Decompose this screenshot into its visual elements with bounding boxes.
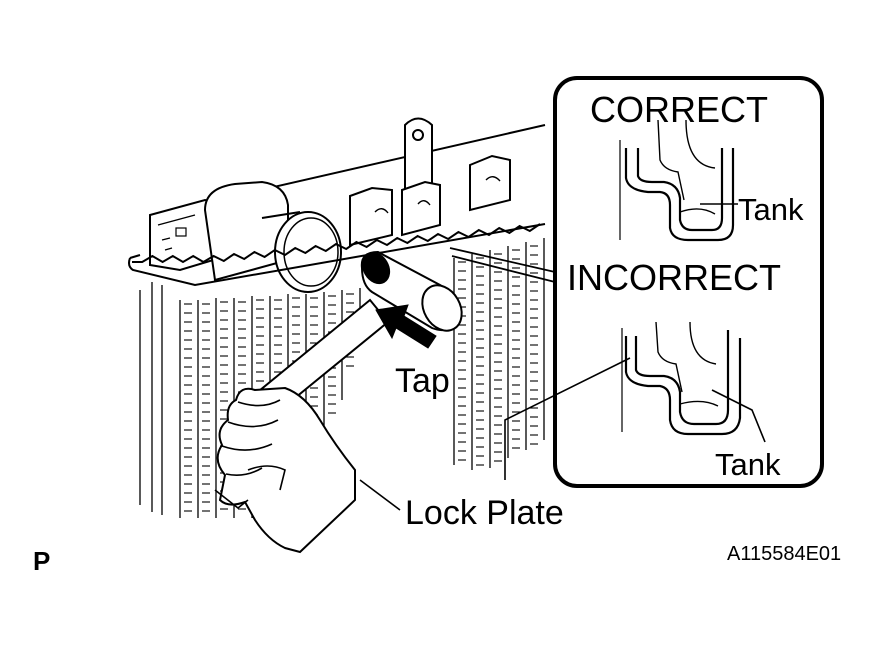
label-lock-plate: Lock Plate (405, 494, 564, 532)
tap-arrow (375, 304, 437, 349)
label-tank-incorrect: Tank (715, 447, 781, 482)
hammer (246, 250, 463, 422)
label-correct: CORRECT (590, 89, 768, 130)
lock-plate-edge (128, 223, 546, 287)
label-tank-correct: Tank (738, 192, 804, 227)
label-figure-code: A115584E01 (727, 543, 841, 565)
lock-plate-leader (359, 479, 401, 511)
label-incorrect: INCORRECT (567, 257, 781, 298)
incorrect-profile (504, 321, 766, 480)
label-view-letter: P (33, 546, 50, 576)
upper-tank (149, 117, 546, 293)
correct-profile (619, 119, 738, 242)
label-tap: Tap (395, 362, 450, 400)
hand (214, 386, 356, 554)
